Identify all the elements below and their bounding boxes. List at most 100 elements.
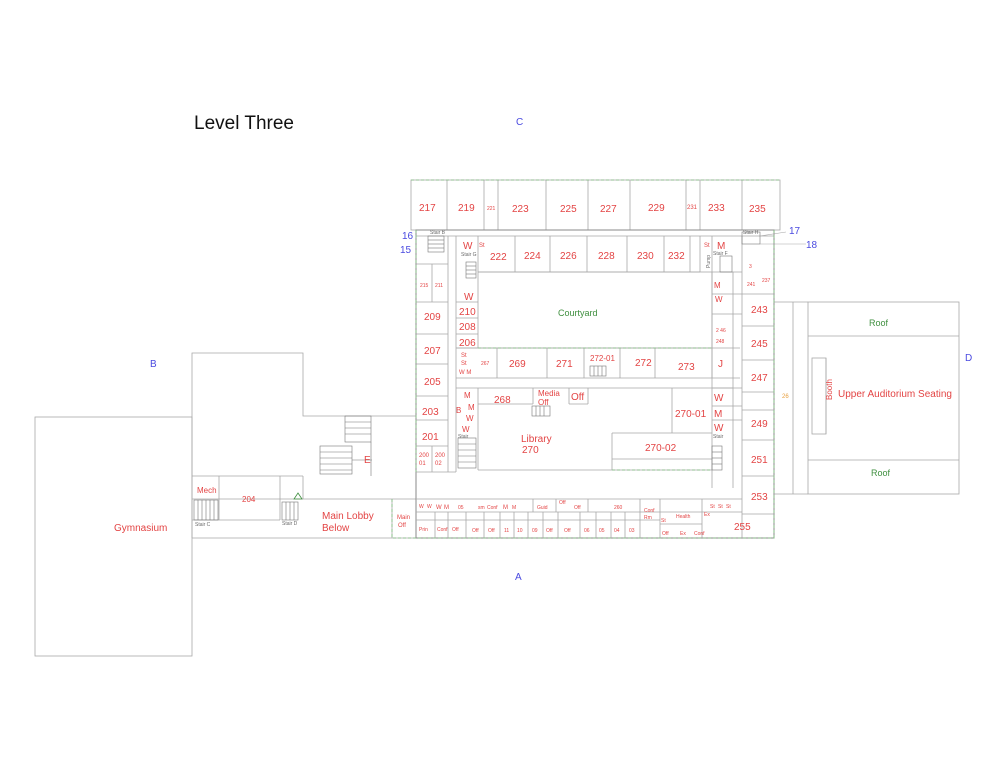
room-off-s6: Off: [546, 528, 553, 534]
room-232: 232: [668, 251, 685, 262]
booth-label: Booth: [825, 379, 834, 400]
stair-west-symbol: [457, 437, 477, 469]
room-m-west: M: [464, 391, 471, 400]
room-260: 260: [614, 505, 623, 511]
room-205: 205: [424, 377, 441, 388]
stair-g-label: Stair G: [461, 252, 477, 258]
room-conf-s1: Conf: [487, 505, 498, 511]
gymnasium-outline: [34, 416, 193, 657]
room-w-east-3: W: [714, 423, 724, 434]
room-off: Off: [571, 392, 584, 403]
roof-bottom-label: Roof: [871, 468, 891, 478]
room-267: 267: [481, 361, 490, 367]
room-m-east-2: M: [714, 281, 721, 290]
stair-h-label: Stair H: [743, 230, 759, 236]
lift-symbol-media: [531, 405, 551, 417]
room-201: 201: [422, 432, 439, 443]
room-233: 233: [708, 203, 725, 214]
stair-d-symbol: [281, 501, 299, 521]
main-lobby-below: Below: [322, 523, 350, 534]
room-s-05: 05: [458, 505, 464, 511]
stair-east-symbol: [711, 445, 723, 471]
room-conf-s3: Conf: [437, 527, 448, 533]
room-226: 226: [560, 251, 577, 262]
room-m-s1: M: [444, 505, 449, 511]
library-label: Library: [521, 434, 552, 445]
stair-c-symbol: [193, 499, 219, 521]
room-223: 223: [512, 204, 529, 215]
room-rm: Rm: [644, 515, 652, 521]
room-off-s4: Off: [472, 528, 479, 534]
room-04: 04: [614, 528, 620, 534]
stair-d-label: Stair D: [282, 521, 298, 527]
room-269: 269: [509, 359, 526, 370]
room-m-s2: M: [503, 505, 508, 511]
room-off-s7: Off: [564, 528, 571, 534]
stair-g-symbol: [465, 261, 477, 279]
room-off-s1: Off: [559, 500, 566, 506]
main-ring-outline: [415, 229, 775, 539]
mech-label: Mech: [197, 486, 217, 495]
marker-17: 17: [789, 226, 801, 237]
room-09: 09: [532, 528, 538, 534]
room-268: 268: [494, 395, 511, 406]
room-off-s2: Off: [574, 505, 581, 511]
room-200-01: 200: [419, 453, 430, 459]
room-s-sm: sm: [478, 505, 485, 511]
room-prin: Prin: [419, 527, 428, 533]
room-255: 255: [734, 522, 751, 533]
room-b-west: B: [456, 406, 461, 415]
room-231: 231: [687, 205, 698, 211]
room-w-s2: W: [427, 504, 432, 510]
room-st-2: St: [461, 361, 467, 367]
room-m-east-3: M: [714, 409, 722, 420]
compass-b: B: [150, 359, 157, 370]
exterior-edges: [391, 179, 780, 539]
marker-15: 15: [400, 245, 412, 256]
main-office-sub: Off: [398, 523, 406, 529]
stair-c-label: Stair C: [195, 522, 211, 528]
auditorium-outline: [807, 301, 960, 495]
room-ex-s1: Ex: [704, 512, 710, 518]
room-w-west-3: W: [462, 425, 470, 434]
room-215: 215: [420, 283, 429, 289]
room-m-s3: M: [512, 505, 516, 511]
room-211: 211: [435, 283, 443, 289]
room-251: 251: [751, 455, 768, 466]
room-221: 221: [487, 206, 496, 212]
room-off-s5: Off: [488, 528, 495, 534]
room-200-02: 200: [435, 453, 446, 459]
room-11: 11: [504, 528, 509, 534]
lift-symbol-272: [589, 365, 607, 377]
room-272: 272: [635, 358, 652, 369]
room-219: 219: [458, 203, 475, 214]
room-210: 210: [459, 307, 476, 318]
room-st-s4: St: [726, 504, 731, 510]
stair-b-label: Stair B: [430, 230, 446, 236]
stair-label-west: Stair: [458, 434, 469, 440]
room-guid: Guid: [537, 505, 548, 511]
room-w-north: W: [463, 241, 473, 252]
room-225: 225: [560, 204, 577, 215]
room-272-01: 272-01: [590, 354, 615, 363]
room-217: 217: [419, 203, 436, 214]
room-229: 229: [648, 203, 665, 214]
room-247: 247: [751, 373, 768, 384]
room-227: 227: [600, 204, 617, 215]
upper-auditorium-label: Upper Auditorium Seating: [838, 389, 952, 400]
room-w-s3: W: [436, 505, 442, 511]
room-j: J: [718, 359, 723, 370]
room-248: 248: [716, 339, 725, 345]
plan-title: Level Three: [194, 113, 294, 134]
room-26: 26: [782, 394, 789, 400]
room-228: 228: [598, 251, 615, 262]
room-w-s1: W: [419, 504, 424, 510]
room-conf-s2: Conf: [644, 508, 655, 514]
compass-c: C: [516, 117, 523, 128]
room-243: 243: [751, 305, 768, 316]
room-204: 204: [242, 495, 256, 504]
stair-symbols: [193, 231, 761, 521]
stair-f-symbol: [719, 255, 733, 273]
room-st-s2: St: [710, 504, 715, 510]
room-230: 230: [637, 251, 654, 262]
